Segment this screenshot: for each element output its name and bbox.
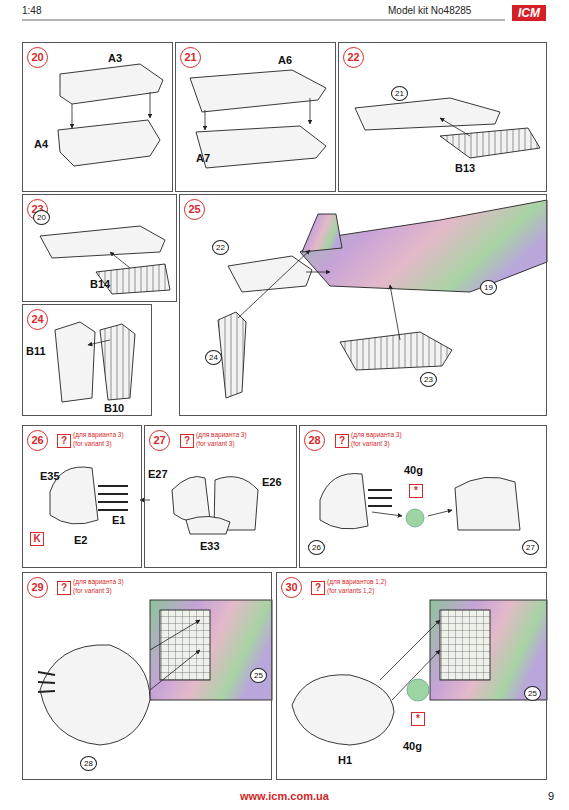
variant-note: (для варианта 3): [196, 431, 247, 438]
part-number: B14: [90, 278, 110, 290]
step-number: 26: [27, 430, 48, 451]
variant-note: (for variant 3): [196, 440, 235, 447]
step-panel: 29: [22, 572, 272, 780]
part-number: B13: [455, 162, 475, 174]
website: www.icm.com.ua: [240, 790, 329, 802]
part-number: E1: [112, 514, 125, 526]
part-number: E35: [40, 470, 60, 482]
note-icon: ?: [57, 434, 71, 448]
note-icon: ?: [335, 434, 349, 448]
part-number: B10: [104, 402, 124, 414]
variant-note: (for variants 1,2): [327, 587, 374, 594]
part-number: H1: [338, 754, 352, 766]
callout-number: 19: [480, 280, 497, 295]
part-number: A6: [278, 54, 292, 66]
variant-note: (for variant 3): [351, 440, 390, 447]
step-panel: 20: [22, 42, 173, 192]
step-number: 24: [27, 309, 48, 330]
note-icon: ?: [57, 581, 71, 595]
step-number: 28: [304, 430, 325, 451]
variant-note: (for variant 3): [73, 440, 112, 447]
part-number: E26: [262, 476, 282, 488]
step-panel: 24: [22, 304, 152, 416]
part-number: A4: [34, 138, 48, 150]
callout-number: 25: [250, 668, 267, 683]
step-panel: 21: [175, 42, 336, 192]
step-number: 22: [343, 47, 364, 68]
step-number: 27: [149, 430, 170, 451]
step-panel: 25: [179, 194, 547, 416]
step-number: 21: [180, 47, 201, 68]
callout-number: 25: [524, 686, 541, 701]
part-number: E33: [200, 540, 220, 552]
callout-number: 21: [391, 86, 408, 101]
variant-note: (для варианта 3): [73, 431, 124, 438]
note-icon: ?: [311, 581, 325, 595]
step-panel: 22: [338, 42, 547, 192]
weight-mark: *: [409, 484, 423, 498]
callout-number: 23: [420, 372, 437, 387]
part-number: E27: [148, 468, 168, 480]
callout-number: 20: [33, 210, 50, 225]
page-number: 9: [548, 790, 554, 802]
brand-logo: ICM: [512, 5, 546, 21]
part-number: A3: [108, 52, 122, 64]
step-number: 29: [27, 577, 48, 598]
variant-note: (для вариантов 1,2): [327, 578, 387, 585]
scale-label: 1:48: [22, 5, 41, 16]
variant-note: (для варианта 3): [351, 431, 402, 438]
callout-number: 24: [205, 350, 222, 365]
callout-number: 28: [80, 756, 97, 771]
step-number: 20: [27, 47, 48, 68]
kit-number: Model kit No48285: [388, 5, 471, 16]
option-mark: K: [30, 532, 44, 546]
callout-number: 27: [522, 540, 539, 555]
part-number: A7: [196, 152, 210, 164]
weight-mark: *: [411, 712, 425, 726]
step-number: 25: [184, 199, 205, 220]
variant-note: (для варианта 3): [73, 578, 124, 585]
note-icon: ?: [180, 434, 194, 448]
callout-number: 26: [308, 540, 325, 555]
part-number: E2: [74, 534, 87, 546]
step-number: 30: [281, 577, 302, 598]
weight-label: 40g: [403, 740, 422, 752]
variant-note: (for variant 3): [73, 587, 112, 594]
part-number: B11: [26, 345, 46, 357]
callout-number: 22: [212, 240, 229, 255]
weight-label: 40g: [404, 464, 423, 476]
